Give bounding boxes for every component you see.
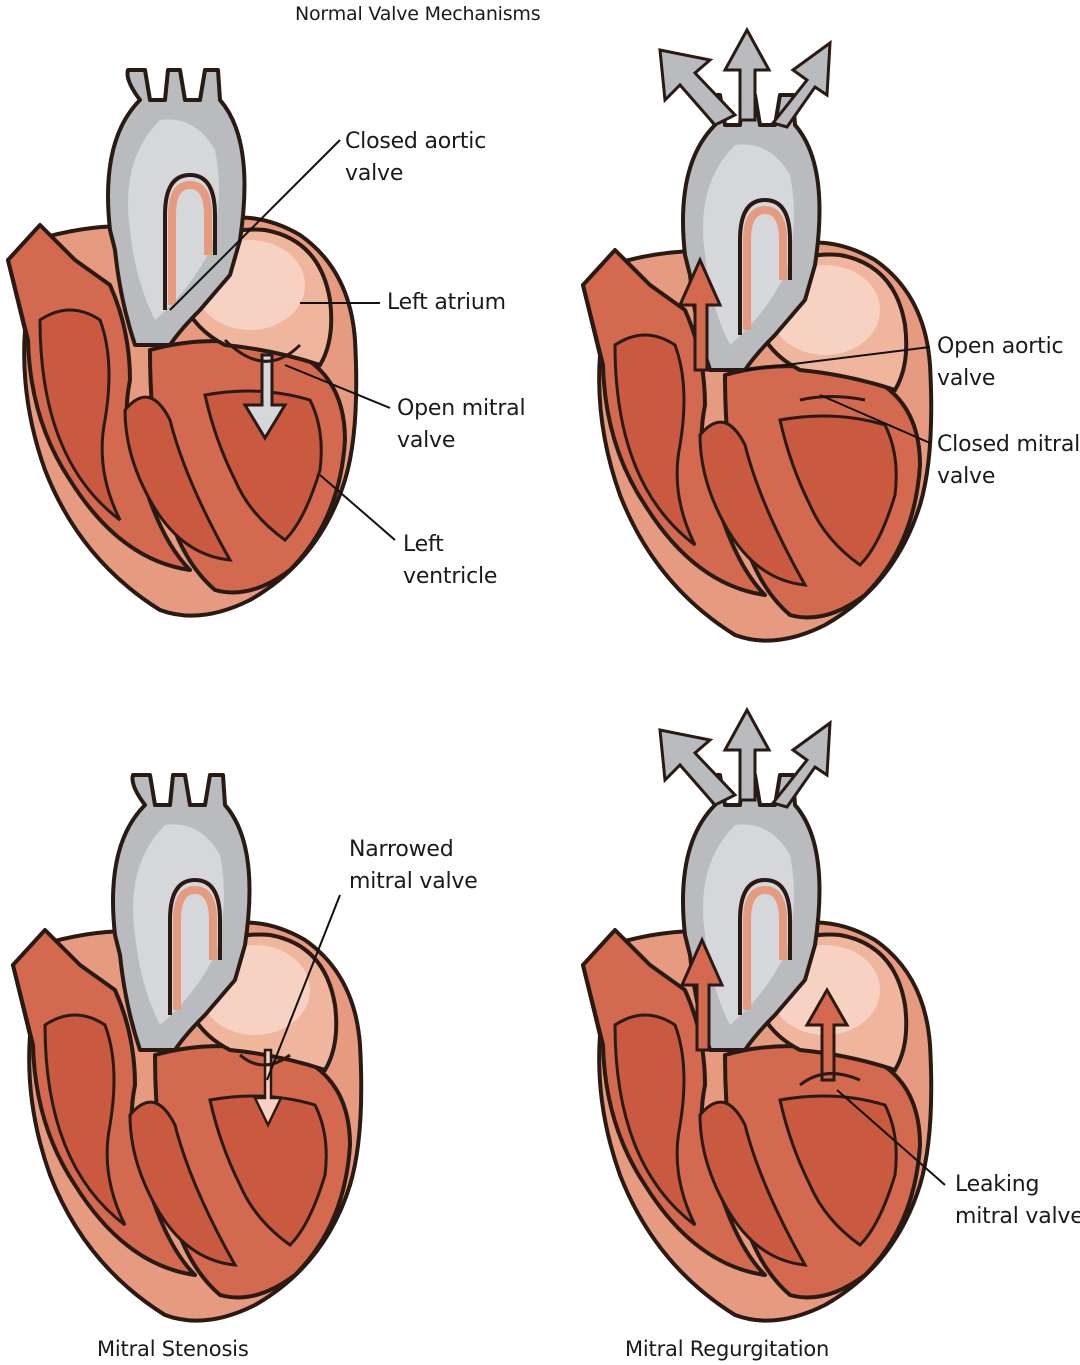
outflow-arrow-left [658, 728, 738, 807]
backflow-arrow [804, 986, 850, 1082]
label-open-mitral-line1: Open mitral [397, 396, 526, 421]
caption-mitral-stenosis: Mitral Stenosis [97, 1337, 249, 1361]
label-closed-mitral-line1: Closed mitral [937, 432, 1080, 457]
leader-closed-mitral [819, 394, 931, 444]
outflow-arrow-center [722, 26, 772, 122]
panel-mitral-regurgitation [583, 706, 946, 1321]
leader-leaking-mitral [836, 1089, 946, 1186]
aortic-flow-arrow [679, 936, 725, 1052]
label-open-aortic-line2: valve [937, 366, 996, 391]
leader-left-ventricle [319, 474, 396, 541]
label-open-mitral-line2: valve [397, 428, 456, 453]
label-closed-aortic-line2: valve [345, 161, 404, 186]
label-closed-mitral-line2: valve [937, 464, 996, 489]
outflow-arrow-right [770, 719, 832, 809]
outflow-arrow-center [722, 706, 772, 802]
label-open-aortic-line1: Open aortic [937, 334, 1064, 359]
closed-mitral-line [799, 395, 866, 402]
outflow-arrow-left [658, 48, 738, 127]
panel-normal-diastole [8, 70, 396, 616]
narrowed-valve-edge [239, 1053, 291, 1067]
leader-open-mitral [284, 364, 391, 409]
leader-open-aortic [744, 346, 931, 371]
label-closed-aortic-line1: Closed aortic [345, 129, 487, 154]
panel-mitral-stenosis [13, 775, 361, 1321]
leader-closed-aortic [169, 139, 341, 311]
atrium-flow-arc [223, 338, 302, 363]
mitral-flow-arrow [242, 353, 288, 441]
label-leaking-mitral-line1: Leaking [955, 1172, 1040, 1197]
leader-narrowed-mitral [266, 894, 341, 1081]
label-left-atrium: Left atrium [387, 290, 506, 315]
label-narrowed-mitral-line1: Narrowed [349, 837, 454, 862]
label-left-ventricle-line1: Left [403, 532, 444, 557]
diagram-title: Normal Valve Mechanisms [295, 3, 541, 25]
aortic-flow-arrow [677, 256, 723, 372]
label-narrowed-mitral-line2: mitral valve [349, 869, 478, 894]
caption-mitral-regurgitation: Mitral Regurgitation [625, 1337, 830, 1361]
label-leaking-mitral-line2: mitral valve [955, 1204, 1080, 1229]
narrow-mitral-arrow [253, 1048, 283, 1128]
panel-normal-systole [583, 26, 931, 641]
label-left-ventricle-line2: ventricle [403, 564, 498, 589]
outflow-arrow-right [770, 39, 832, 129]
leaking-valve-edge [799, 1072, 861, 1087]
